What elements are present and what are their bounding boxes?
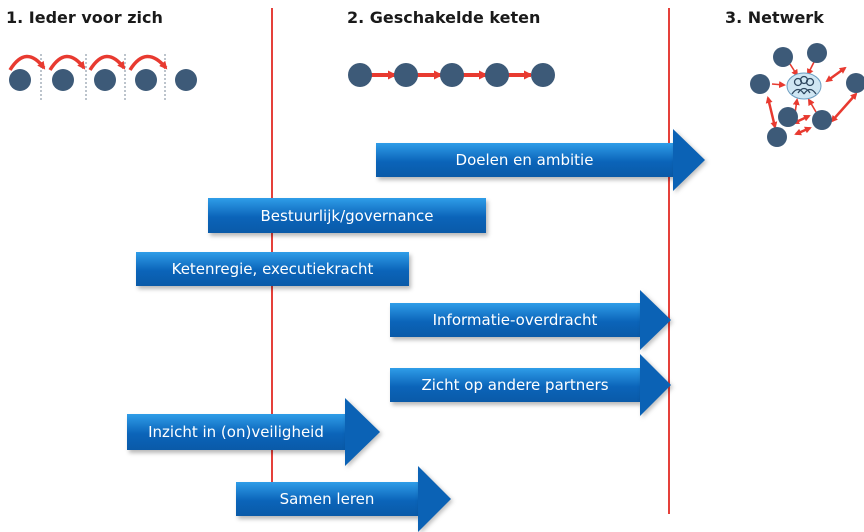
network-icon: [750, 43, 864, 147]
independent-nodes-icon: [8, 54, 197, 102]
bar-learning-label: Samen leren: [279, 490, 375, 508]
bar-safety-insight: Inzicht in (on)veiligheid: [127, 398, 380, 466]
bar-information-transfer: Informatie-overdracht: [390, 290, 671, 350]
bar-governance-label: Bestuurlijk/governance: [260, 206, 434, 225]
bar-information-transfer-label: Informatie-overdracht: [432, 311, 598, 329]
chain-icon: [348, 63, 555, 87]
phase-1-title: 1. Ieder voor zich: [6, 8, 163, 27]
bar-governance: Bestuurlijk/governance: [208, 198, 486, 233]
bar-partner-view-label: Zicht op andere partners: [421, 376, 609, 394]
bar-goals: Doelen en ambitie: [376, 129, 705, 191]
bar-chain-direction: Ketenregie, executiekracht: [136, 252, 409, 286]
phase-divider-2: [668, 8, 670, 514]
phase-2-title: 2. Geschakelde keten: [347, 8, 541, 27]
bar-partner-view: Zicht op andere partners: [390, 354, 671, 416]
bar-learning: Samen leren: [236, 466, 451, 532]
phase-3-title: 3. Netwerk: [725, 8, 824, 27]
bar-safety-insight-label: Inzicht in (on)veiligheid: [148, 423, 324, 441]
bar-goals-label: Doelen en ambitie: [455, 151, 594, 169]
bar-chain-direction-label: Ketenregie, executiekracht: [171, 260, 374, 278]
